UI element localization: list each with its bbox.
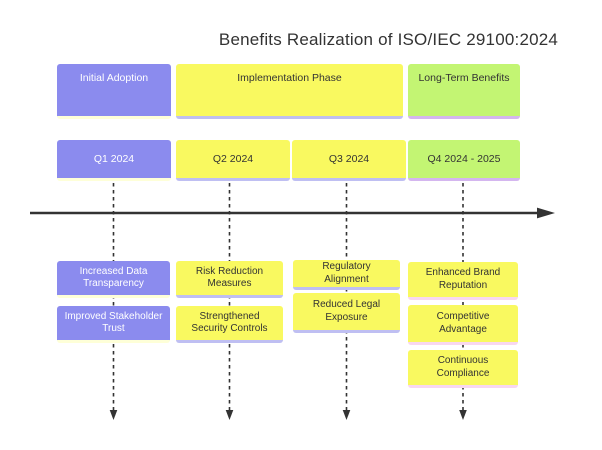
event-box-regulatory-alignment: Regulatory Alignment [293,260,400,290]
period-box-q4-2024-2025: Q4 2024 - 2025 [408,140,520,181]
event-box-increased-data-transparency: Increased Data Transparency [57,261,170,298]
period-box-q1-2024: Q1 2024 [57,140,171,181]
event-box-reduced-legal-exposure: Reduced Legal Exposure [293,293,400,333]
event-box-continuous-compliance: Continuous Compliance [408,350,518,388]
dashed-connector-q2 [225,183,234,420]
dashed-connector-q1 [109,183,118,420]
phase-box-implementation-phase: Implementation Phase [176,64,403,119]
time-axis-arrow [30,207,555,219]
period-box-q2-2024: Q2 2024 [176,140,290,181]
phase-box-initial-adoption: Initial Adoption [57,64,171,119]
event-box-enhanced-brand-reputation: Enhanced Brand Reputation [408,262,518,300]
event-box-strengthened-security-controls: Strengthened Security Controls [176,306,283,343]
diagram-title: Benefits Realization of ISO/IEC 29100:20… [218,30,559,49]
phase-box-long-term-benefits: Long-Term Benefits [408,64,520,119]
period-box-q3-2024: Q3 2024 [292,140,406,181]
event-box-competitive-advantage: Competitive Advantage [408,305,518,345]
event-box-risk-reduction-measures: Risk Reduction Measures [176,261,283,298]
event-box-improved-stakeholder-trust: Improved Stakeholder Trust [57,306,170,343]
